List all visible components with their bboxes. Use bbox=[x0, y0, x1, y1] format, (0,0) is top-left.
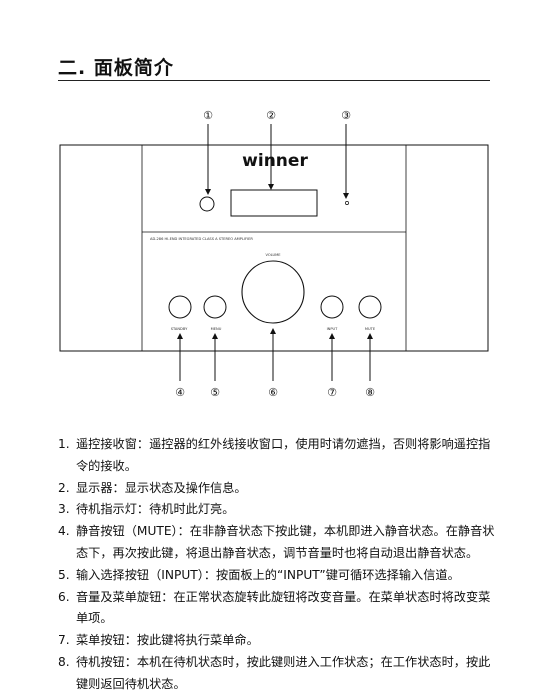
item-number: 7. bbox=[58, 633, 70, 648]
front-panel-diagram: ① ② ③ winner AD-286 HI-END INTEGRATED CL… bbox=[59, 109, 489, 399]
standby-label: STANDBY bbox=[171, 327, 188, 331]
brand-logo: winner bbox=[242, 151, 308, 171]
standby-knob bbox=[168, 295, 192, 319]
item-number: 5. bbox=[58, 567, 70, 582]
item-text: 输入选择按钮（INPUT）：按面板上的“INPUT”键可循环选择输入信道。 bbox=[76, 567, 460, 582]
list-item: 4. 静音按钮（MUTE）：在非静音状态下按此键，本机即进入静音状态。在静音状态下… bbox=[58, 521, 498, 565]
model-label: AD-286 HI-END INTEGRATED CLASS A STEREO … bbox=[150, 237, 253, 241]
title-underline bbox=[58, 80, 490, 81]
list-item: 1. 遥控接收窗：遥控器的红外线接收窗口，使用时请勿遮挡，否则将影响遥控指令的接收… bbox=[58, 434, 498, 478]
callout-5: ⑤ bbox=[210, 386, 220, 399]
mute-label: MUTE bbox=[365, 327, 376, 331]
callout-6: ⑥ bbox=[268, 386, 278, 399]
list-item: 2. 显示器：显示状态及操作信息。 bbox=[58, 478, 498, 500]
item-text: 待机按钮：本机在待机状态时，按此键则进入工作状态；在工作状态时，按此键则返回待机… bbox=[76, 654, 491, 691]
callout-3: ③ bbox=[341, 109, 351, 122]
ir-receiver-window bbox=[199, 196, 215, 212]
callout-2: ② bbox=[266, 109, 276, 122]
callout-1: ① bbox=[203, 109, 213, 122]
section-title: 二. 面板简介 bbox=[58, 57, 174, 79]
input-label: INPUT bbox=[327, 327, 339, 331]
item-number: 1. bbox=[58, 437, 70, 451]
list-item: 5. 输入选择按钮（INPUT）：按面板上的“INPUT”键可循环选择输入信道。 bbox=[58, 565, 498, 587]
chassis-outline bbox=[59, 144, 489, 352]
volume-label: VOLUME bbox=[265, 253, 281, 257]
callout-7: ⑦ bbox=[327, 386, 337, 399]
callout-4: ④ bbox=[175, 386, 185, 399]
item-text: 待机指示灯：待机时此灯亮。 bbox=[76, 502, 235, 517]
list-item: 7. 菜单按钮：按此键将执行菜单命。 bbox=[58, 630, 498, 652]
list-item: 3. 待机指示灯：待机时此灯亮。 bbox=[58, 499, 498, 521]
mute-knob bbox=[358, 295, 382, 319]
input-knob bbox=[320, 295, 344, 319]
display-window bbox=[230, 189, 318, 217]
item-number: 6. bbox=[58, 589, 70, 604]
item-number: 2. bbox=[58, 480, 70, 495]
menu-label: MENU bbox=[211, 327, 222, 331]
item-text: 静音按钮（MUTE）：在非静音状态下按此键，本机即进入静音状态。在静音状态下，再… bbox=[76, 524, 495, 560]
standby-indicator bbox=[345, 201, 349, 205]
volume-knob bbox=[241, 260, 305, 324]
item-text: 音量及菜单旋钮：在正常状态旋转此旋钮将改变音量。在菜单状态时将改变菜单项。 bbox=[76, 589, 491, 626]
item-text: 菜单按钮：按此键将执行菜单命。 bbox=[76, 633, 259, 648]
item-number: 3. bbox=[58, 502, 70, 517]
menu-knob bbox=[203, 295, 227, 319]
item-number: 8. bbox=[58, 654, 70, 669]
list-item: 8. 待机按钮：本机在待机状态时，按此键则进入工作状态；在工作状态时，按此键则返回… bbox=[58, 652, 498, 696]
item-text: 遥控接收窗：遥控器的红外线接收窗口，使用时请勿遮挡，否则将影响遥控指令的接收。 bbox=[76, 437, 491, 473]
item-number: 4. bbox=[58, 524, 70, 539]
item-text: 显示器：显示状态及操作信息。 bbox=[76, 480, 247, 495]
callout-8: ⑧ bbox=[365, 386, 375, 399]
description-list: 1. 遥控接收窗：遥控器的红外线接收窗口，使用时请勿遮挡，否则将影响遥控指令的接收… bbox=[58, 434, 498, 696]
list-item: 6. 音量及菜单旋钮：在正常状态旋转此旋钮将改变音量。在菜单状态时将改变菜单项。 bbox=[58, 587, 498, 631]
